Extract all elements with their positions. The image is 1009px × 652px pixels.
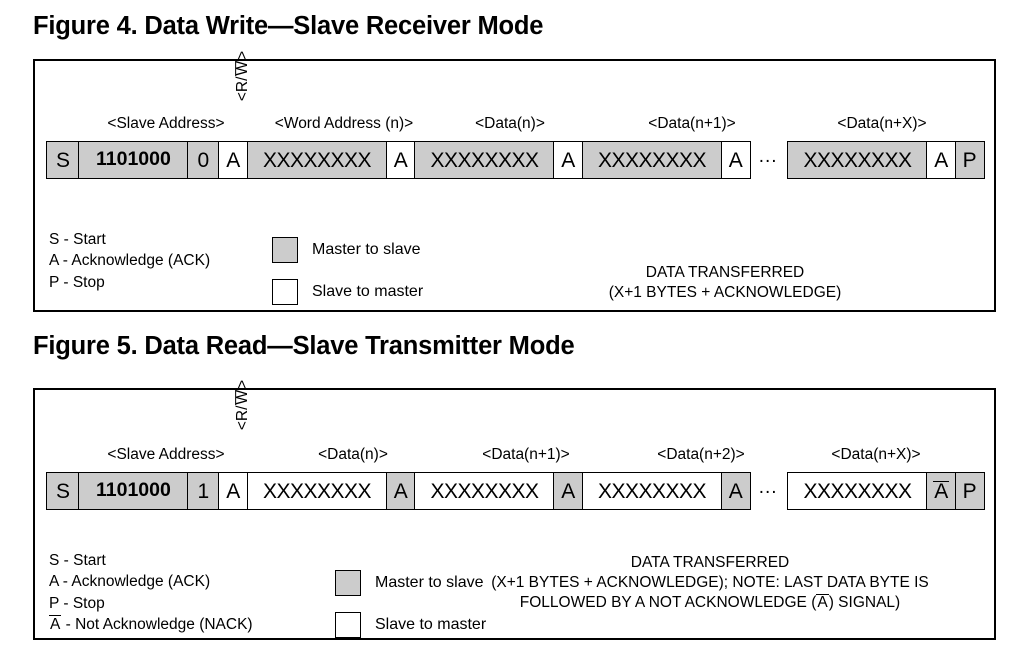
transfer-note-line: DATA TRANSFERRED bbox=[645, 264, 805, 281]
frame-cell-p: P bbox=[954, 472, 985, 510]
frame-cell-ack: A bbox=[218, 472, 249, 510]
frame-cell-byte: XXXXXXXX bbox=[246, 472, 388, 510]
frame-cell-byte: XXXXXXXX bbox=[581, 472, 723, 510]
frame-cell-ack: A bbox=[553, 472, 584, 510]
legend-swatch-gray bbox=[272, 237, 298, 263]
legend-swatch-row: Slave to master bbox=[335, 604, 486, 646]
frame-cell-ack: A bbox=[720, 472, 751, 510]
figure-4-legend-keys: S - Start A - Acknowledge (ACK) P - Stop bbox=[49, 229, 210, 293]
legend-swatch-row: Slave to master bbox=[272, 271, 423, 313]
legend-swatch-label: Slave to master bbox=[375, 616, 487, 633]
frame-cell-s: S bbox=[46, 472, 80, 510]
transfer-note-line: FOLLOWED BY A NOT ACKNOWLEDGE (A) SIGNAL… bbox=[435, 593, 985, 613]
transfer-note-line: (X+1 BYTES + ACKNOWLEDGE); NOTE: LAST DA… bbox=[491, 574, 929, 592]
transfer-note-line: DATA TRANSFERRED bbox=[630, 554, 790, 571]
frame-cell-p: P bbox=[954, 141, 985, 179]
field-label: <Data(n+1)> bbox=[648, 115, 736, 132]
field-label: <Data(n+X)> bbox=[837, 115, 927, 132]
figure-4-diagram: <Slave Address> <Word Address (n)> <Data(n… bbox=[33, 51, 996, 313]
frame-cell-ack: A bbox=[385, 141, 416, 179]
legend-swatch-row: Master to slave bbox=[272, 229, 423, 271]
frame-cell-rw: 0 bbox=[186, 141, 220, 179]
legend-key: A - Not Acknowledge (NACK) bbox=[49, 614, 253, 635]
read-write-bit-label: <R/W> bbox=[234, 379, 252, 431]
frame-ellipsis: ... bbox=[758, 477, 778, 498]
field-label: <Word Address (n)> bbox=[274, 115, 414, 132]
field-label: <Data(n)> bbox=[318, 446, 388, 463]
legend-key: P - Stop bbox=[49, 594, 105, 612]
frame-cell-byte: XXXXXXXX bbox=[581, 141, 723, 179]
frame-cell-rw: 1 bbox=[186, 472, 220, 510]
frame-cell-ack: A bbox=[720, 141, 751, 179]
figure-4-field-labels: <Slave Address> <Word Address (n)> <Data(n… bbox=[46, 115, 983, 137]
read-write-bit-label: <R/W> bbox=[234, 50, 252, 102]
frame-cell-byte: XXXXXXXX bbox=[246, 141, 388, 179]
legend-swatch-white bbox=[272, 279, 298, 305]
field-label: <Data(n)> bbox=[475, 115, 545, 132]
figure-5-transfer-note: DATA TRANSFERRED (X+1 BYTES + ACKNOWLEDGE… bbox=[435, 553, 985, 613]
figure-5-title: Figure 5. Data Read—Slave Transmitter Mo… bbox=[33, 332, 575, 360]
field-label: <Data(n+X)> bbox=[831, 446, 921, 463]
frame-cell-addr: 1101000 bbox=[78, 472, 189, 510]
legend-key: S - Start bbox=[49, 552, 106, 569]
figure-5-field-labels: <Slave Address> <Data(n)> <Data(n+1)> <Data… bbox=[46, 446, 983, 468]
field-label: <Data(n+2)> bbox=[657, 446, 745, 463]
frame-cell-byte: XXXXXXXX bbox=[414, 472, 555, 510]
legend-swatch-label: Slave to master bbox=[312, 283, 424, 300]
legend-swatch-row: Master to slave bbox=[335, 562, 486, 604]
figure-4-title: Figure 4. Data Write—Slave Receiver Mode bbox=[33, 12, 544, 40]
frame-cell-ack: A bbox=[926, 141, 957, 179]
legend-swatch-label: Master to slave bbox=[375, 574, 484, 591]
legend-swatch-gray bbox=[335, 570, 361, 596]
frame-cell-nack: A bbox=[926, 472, 957, 510]
frame-cell-s: S bbox=[46, 141, 80, 179]
frame-cell-ack: A bbox=[385, 472, 416, 510]
legend-key: S - Start bbox=[49, 231, 106, 248]
transfer-note-line: (X+1 BYTES + ACKNOWLEDGE) bbox=[608, 284, 842, 302]
frame-cell-ack: A bbox=[553, 141, 584, 179]
legend-key: A - Acknowledge (ACK) bbox=[49, 252, 211, 270]
legend-key: A - Acknowledge (ACK) bbox=[49, 573, 211, 591]
legend-swatch-label: Master to slave bbox=[312, 241, 421, 258]
figure-5-legend-keys: S - Start A - Acknowledge (ACK) P - Stop A … bbox=[49, 550, 253, 636]
frame-cell-byte: XXXXXXXX bbox=[787, 472, 928, 510]
field-label: <Data(n+1)> bbox=[482, 446, 570, 463]
frame-cell-addr: 1101000 bbox=[78, 141, 189, 179]
field-label: <Slave Address> bbox=[107, 446, 225, 463]
legend-key: P - Stop bbox=[49, 273, 105, 291]
figure-4-transfer-note: DATA TRANSFERRED (X+1 BYTES + ACKNOWLEDGE… bbox=[465, 263, 985, 303]
legend-swatch-white bbox=[335, 612, 361, 638]
frame-ellipsis: ... bbox=[758, 146, 778, 167]
frame-cell-byte: XXXXXXXX bbox=[414, 141, 555, 179]
field-label: <Slave Address> bbox=[107, 115, 225, 132]
figure-5-diagram: <Slave Address> <Data(n)> <Data(n+1)> <Data… bbox=[33, 380, 996, 640]
frame-cell-byte: XXXXXXXX bbox=[787, 141, 928, 179]
frame-cell-ack: A bbox=[218, 141, 249, 179]
